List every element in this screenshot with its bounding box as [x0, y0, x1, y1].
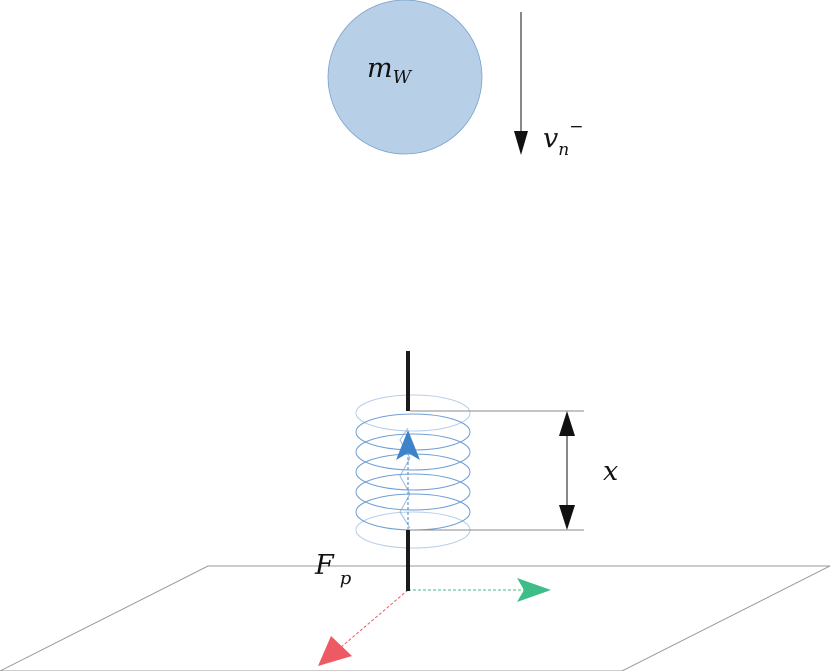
force-symbol: F	[314, 550, 335, 581]
mass-label: mW	[367, 53, 413, 88]
dimension-arrowhead-bottom	[559, 505, 575, 530]
spring-coils	[355, 394, 471, 549]
axis-right-arrowhead	[517, 578, 551, 602]
axis-up-arrowhead	[396, 430, 420, 460]
spring-coil	[355, 433, 471, 471]
dimension-arrowhead-top	[559, 411, 575, 436]
mass-symbol: m	[367, 53, 393, 84]
compression-label: x	[603, 456, 618, 487]
spring-coil	[355, 473, 471, 511]
ground-plane	[0, 565, 830, 671]
velocity-symbol: v	[543, 123, 558, 154]
velocity-subscript: n	[558, 140, 569, 160]
velocity-superscript: −	[569, 117, 583, 137]
force-subscript: p	[340, 568, 352, 589]
mass-ball	[328, 0, 482, 154]
mass-subscript: W	[393, 67, 413, 88]
spring-inner-link	[399, 427, 411, 529]
spring-coil	[355, 394, 471, 432]
velocity-label: vn−	[543, 117, 583, 160]
axis-front-arrowhead	[318, 636, 352, 666]
mass-ball-outline	[327, 0, 483, 155]
velocity-arrow-head	[514, 131, 528, 155]
spring-coil	[355, 453, 471, 491]
axis-front-line	[339, 589, 409, 649]
